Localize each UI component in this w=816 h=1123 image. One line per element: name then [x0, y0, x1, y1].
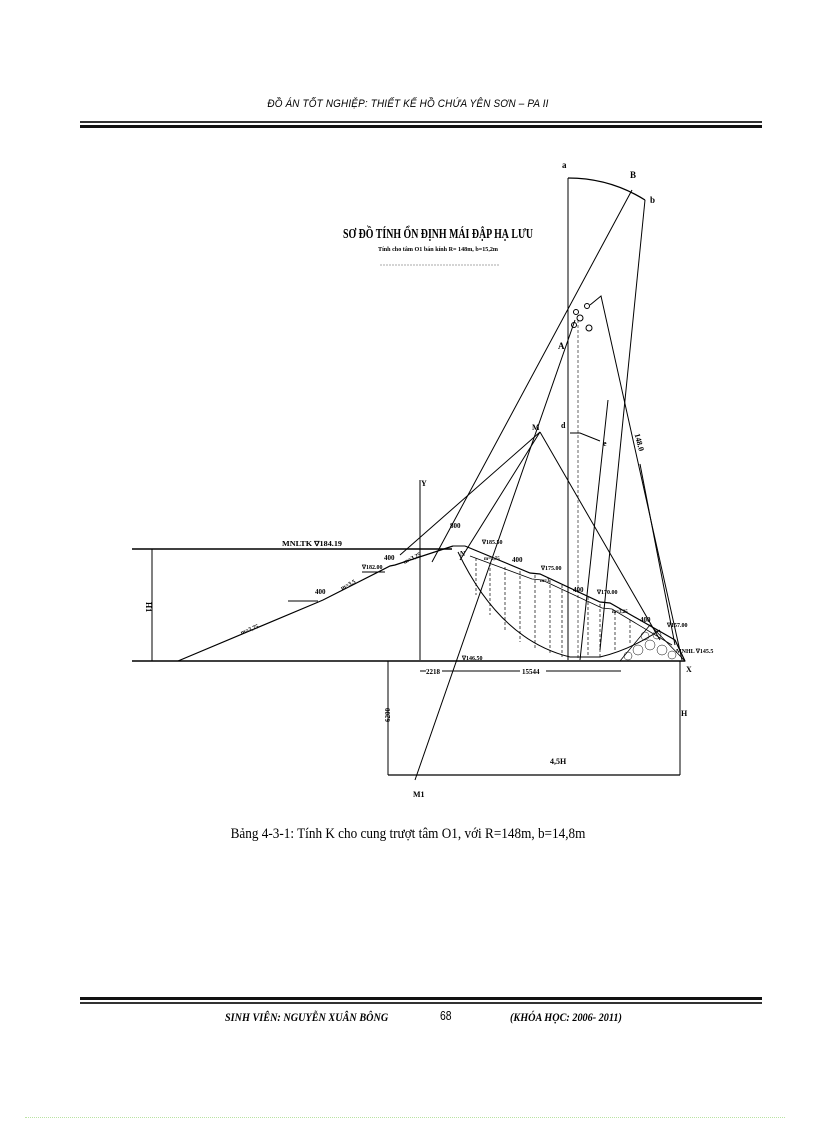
downstream-berm-width-1: 400 [512, 556, 523, 564]
label-A: A [558, 341, 565, 351]
label-H: H [681, 709, 688, 718]
dim-depth: 6200 [384, 708, 392, 723]
dim-width-label: 4,5H [550, 757, 567, 766]
bottom-dotted-line [25, 1117, 785, 1118]
footer-student: SINH VIÊN: NGUYỄN XUÂN BÔNG [225, 1010, 389, 1024]
drawing-title: SƠ ĐỒ TÍNH ỔN ĐỊNH MÁI ĐẬP HẠ LƯU [343, 224, 533, 242]
downstream-elev-4: ∇157.00 [666, 622, 688, 629]
footer-rule [80, 997, 762, 1006]
downstream-slope-3: m=3,25 [612, 610, 628, 615]
upstream-berm-elev: ∇182.00 [361, 564, 383, 571]
dim-left-offset-label: 2218 [426, 668, 441, 676]
page-footer: SINH VIÊN: NGUYỄN XUÂN BÔNG 68 (KHÓA HỌC… [0, 1008, 816, 1034]
upstream-slope-1: m=3,75 [240, 624, 260, 637]
upstream-slope-2: m=3,5 [340, 579, 357, 592]
downstream-slope-2: m=3 [540, 579, 550, 584]
label-H1: H1 [144, 602, 153, 612]
downstream-berm-width-3: 400 [640, 616, 651, 624]
tailwater-level: MNHL ∇145.5 [676, 648, 713, 655]
label-X: X [686, 665, 692, 674]
downstream-berm-width-2: 400 [573, 586, 584, 594]
upstream-berm-width-2: 400 [384, 554, 395, 562]
footer-course: (KHÓA HỌC: 2006- 2011) [510, 1010, 622, 1024]
page-header-title: ĐỒ ÁN TỐT NGHIỆP: THIẾT KẾ HỒ CHỨA YÊN S… [267, 98, 549, 110]
label-e: e [603, 439, 607, 448]
dim-base-length: 15544 [522, 668, 540, 676]
crest-width: 800 [450, 522, 461, 530]
label-b: b [650, 195, 655, 205]
dam-stability-drawing: SƠ ĐỒ TÍNH ỔN ĐỊNH MÁI ĐẬP HẠ LƯU Tính c… [132, 160, 713, 799]
header-rule [80, 121, 762, 128]
crest-elev: ∇185.50 [481, 539, 503, 546]
label-a: a [562, 160, 567, 170]
downstream-elev-2: ∇175.00 [540, 565, 562, 572]
downstream-slope-1: m=2,75 [484, 557, 500, 562]
label-B: B [630, 170, 636, 180]
label-Y: Y [421, 479, 427, 488]
downstream-elev-3: ∇170.00 [596, 589, 618, 596]
foundation-elev: ∇146.50 [461, 655, 483, 662]
drawing-subtitle: Tính cho tâm O1 bán kính R= 148m, b=15,2… [378, 247, 498, 253]
upstream-berm-width-1: 400 [315, 588, 326, 596]
upstream-water-level: MNLTK ∇184.19 [282, 540, 343, 548]
figure-caption: Bảng 4-3-1: Tính K cho cung trượt tâm O1… [230, 826, 586, 842]
footer-page-number: 68 [440, 1008, 452, 1023]
label-d: d [561, 421, 566, 430]
label-M: M [532, 423, 540, 432]
radius-label: 148.0 [633, 432, 646, 452]
upstream-slope-3: m=3,25 [403, 552, 423, 566]
label-N: N [460, 550, 465, 558]
label-M1: M1 [413, 790, 425, 799]
